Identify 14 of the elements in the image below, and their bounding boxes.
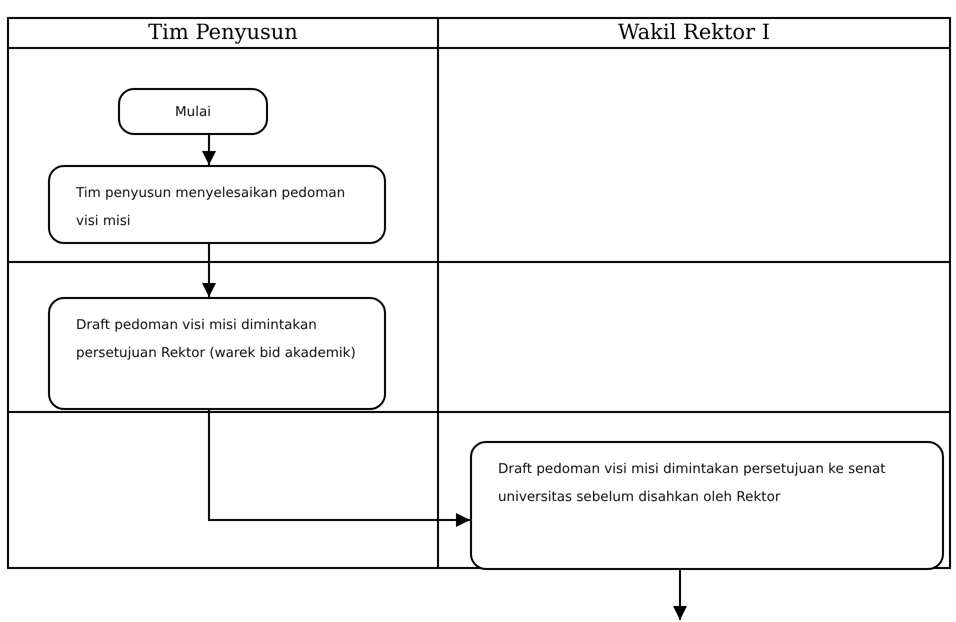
- arrow: [202, 244, 216, 297]
- process-box: [48, 297, 386, 410]
- process-box: [470, 441, 944, 570]
- step-text: Mulai: [174, 103, 212, 122]
- arrow: [208, 410, 470, 527]
- lane-header: Wakil Rektor I: [616, 20, 772, 44]
- step-text: Tim penyusun menyelesaikan pedoman visi misi: [76, 184, 346, 231]
- arrow: [673, 570, 687, 620]
- step-text: Draft pedoman visi misi dimintakan persetujuan Rektor (warek bid akademik): [76, 316, 357, 363]
- process-box: [48, 165, 386, 244]
- lane-header: Tim Penyusun: [147, 20, 299, 44]
- process-box: [118, 88, 268, 135]
- arrow: [202, 135, 216, 165]
- step-text: Draft pedoman visi misi dimintakan persetujuan ke senat universitas sebelum disahkan oleh Rektor: [498, 460, 887, 507]
